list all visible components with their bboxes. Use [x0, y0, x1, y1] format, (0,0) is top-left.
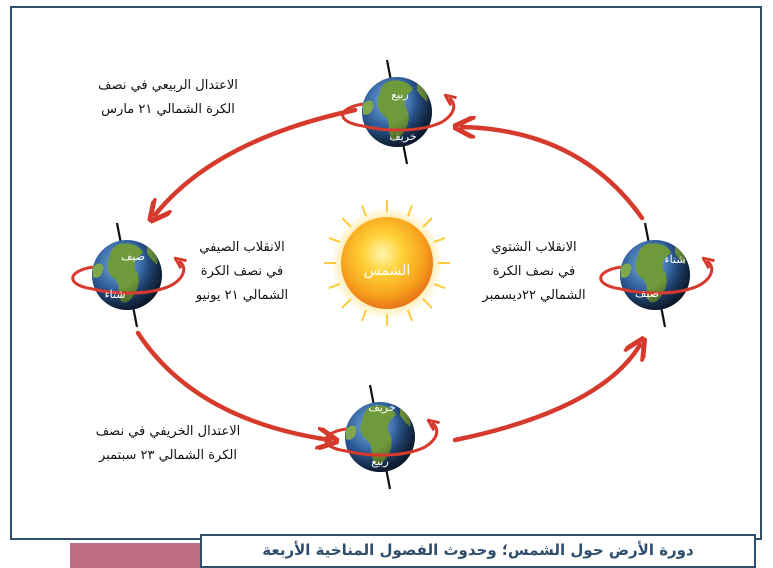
sun-label: الشمس	[364, 263, 411, 279]
season-upper-bottom: خريف	[368, 401, 395, 414]
earth-left: صيف شتاء	[71, 222, 184, 328]
season-upper-left: صيف	[121, 250, 145, 263]
accent-bar	[70, 543, 200, 568]
figure-caption: دورة الأرض حول الشمس؛ وحدوث الفصول المنا…	[262, 541, 694, 559]
label-left-line2: في نصف الكرة	[200, 264, 284, 279]
spin-front-left	[92, 261, 184, 295]
label-top-line2: الكرة الشمالي ٢١ مارس	[101, 102, 235, 117]
earth-bottom: خريف ربيع	[324, 384, 437, 490]
orbit-arrow-bottom-to-right	[452, 345, 640, 443]
orbit-arrow-top-to-left	[155, 107, 358, 215]
label-bottom-line2: الكرة الشمالي ٢٣ سبتمبر	[99, 448, 237, 463]
label-bottom-line1: الاعتدال الخريفي في نصف	[95, 424, 241, 439]
label-right-line1: الانقلاب الشتوي	[491, 240, 577, 255]
label-right-line3: الشمالي ٢٢ديسمبر	[482, 288, 586, 303]
season-lower-left: شتاء	[104, 288, 125, 301]
label-left: الانقلاب الصيفي في نصف الكرة الشمالي ٢١ …	[182, 236, 302, 308]
label-right: الانقلاب الشتوي في نصف الكرة الشمالي ٢٢د…	[474, 236, 594, 308]
spin-back-right	[599, 265, 622, 291]
orbit-arrow-left-to-bottom	[135, 330, 330, 440]
label-left-line3: الشمالي ٢١ يونيو	[195, 288, 289, 303]
spin-front-bottom	[345, 423, 437, 457]
season-upper-right: شتاء	[664, 253, 685, 266]
spin-back-left	[71, 265, 94, 291]
label-top-line1: الاعتدال الربيعي في نصف	[98, 78, 238, 93]
spin-back-top	[341, 102, 364, 128]
season-lower-top: خريف	[389, 130, 416, 143]
season-upper-top: ربيع	[391, 88, 409, 101]
earth-top: ربيع خريف	[341, 59, 454, 165]
label-right-line2: في نصف الكرة	[492, 264, 576, 279]
label-bottom: الاعتدال الخريفي في نصف الكرة الشمالي ٢٣…	[78, 420, 258, 468]
spin-back-bottom	[324, 427, 347, 453]
spin-front-top	[362, 98, 454, 132]
season-lower-bottom: ربيع	[371, 455, 389, 468]
label-top: الاعتدال الربيعي في نصف الكرة الشمالي ٢١…	[78, 74, 258, 122]
label-left-line1: الانقلاب الصيفي	[199, 240, 285, 255]
caption-box: دورة الأرض حول الشمس؛ وحدوث الفصول المنا…	[200, 534, 756, 568]
season-lower-right: صيف	[635, 287, 659, 300]
diagram-frame-top	[10, 6, 762, 8]
spin-front-right	[620, 261, 712, 295]
sun: الشمس	[324, 200, 450, 326]
orbit-arrow-right-to-top	[462, 127, 645, 221]
earth-right: شتاء صيف	[599, 222, 712, 328]
